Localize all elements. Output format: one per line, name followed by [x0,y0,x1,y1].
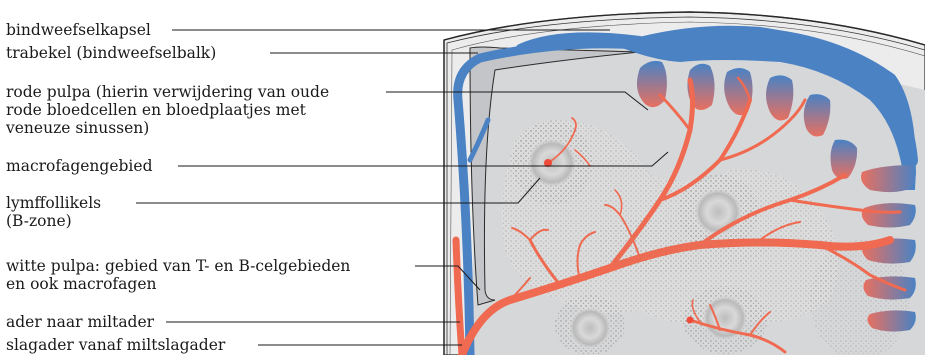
central-arteriole-dot-2 [687,317,694,324]
